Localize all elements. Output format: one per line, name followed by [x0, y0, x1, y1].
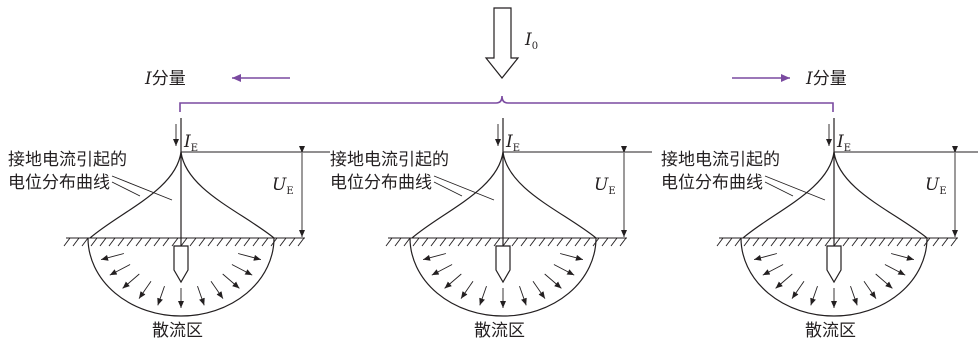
annotation-leader-line [764, 175, 826, 201]
ie-label: IE [505, 132, 520, 154]
dispersion-arrows [753, 253, 915, 308]
annotation-leader-line [433, 181, 463, 197]
dispersion-zone-boundary [409, 237, 597, 317]
ground-hatching [63, 237, 305, 247]
annotation-leader-line [764, 181, 794, 197]
left-branch-label: I分量 [144, 69, 186, 89]
dispersion-arrows [100, 253, 262, 308]
curve-annotation-line1: 接地电流引起的 [8, 150, 127, 170]
ue-label: UE [272, 175, 294, 197]
annotation-leader-line [111, 175, 173, 201]
dispersion-zone-label: 散流区 [152, 321, 203, 341]
dispersion-arrows [422, 253, 584, 308]
annotation-leader-line [111, 181, 141, 197]
ie-label: IE [836, 132, 851, 154]
ground-electrode [495, 245, 511, 284]
ue-label: UE [925, 175, 947, 197]
input-current-arrow [484, 7, 520, 79]
ground-electrode [826, 245, 842, 284]
dispersion-zone-label: 散流区 [474, 321, 525, 341]
dispersion-zone-label: 散流区 [805, 321, 856, 341]
input-current-label: I0 [524, 30, 538, 52]
curve-annotation-line2: 电位分布曲线 [8, 173, 110, 193]
current-split-brace [179, 95, 834, 112]
dispersion-zone-boundary [87, 237, 275, 317]
ground-hatching [716, 237, 958, 247]
ground-electrode [173, 245, 189, 284]
curve-annotation-line2: 电位分布曲线 [330, 173, 432, 193]
dispersion-zone-boundary [740, 237, 928, 317]
ie-label: IE [183, 132, 198, 154]
ground-hatching [385, 237, 627, 247]
annotation-leader-line [433, 175, 495, 201]
ue-label: UE [594, 175, 616, 197]
curve-annotation-line1: 接地电流引起的 [330, 150, 449, 170]
curve-annotation-line2: 电位分布曲线 [661, 173, 763, 193]
curve-annotation-line1: 接地电流引起的 [661, 150, 780, 170]
right-branch-label: I分量 [805, 69, 847, 89]
